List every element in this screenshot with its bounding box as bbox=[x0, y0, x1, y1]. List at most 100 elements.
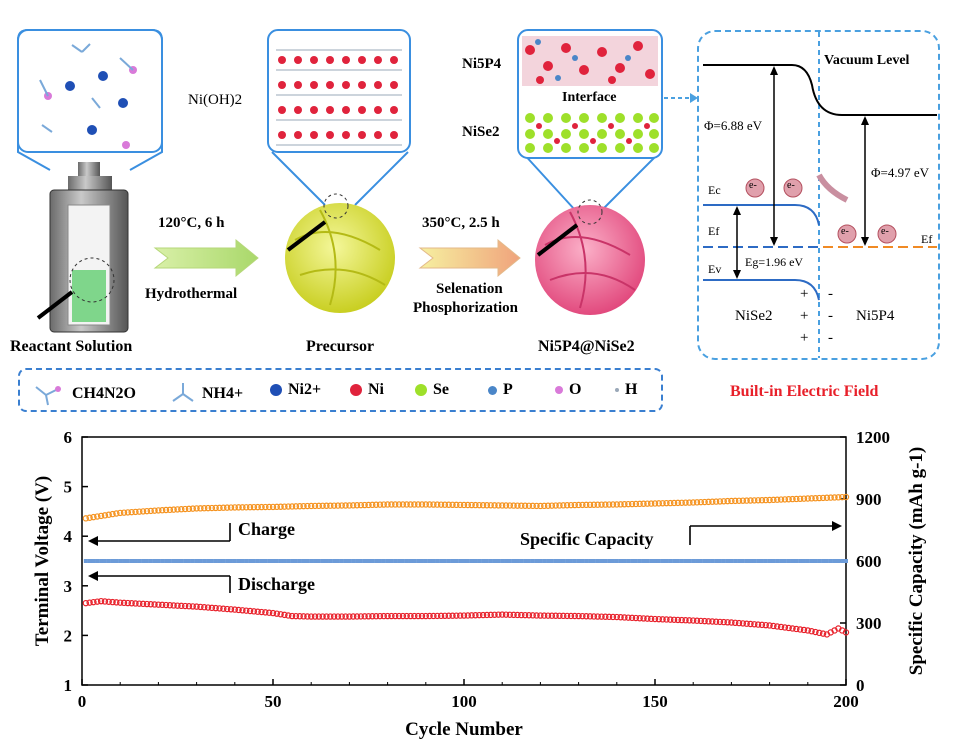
discharge-point bbox=[273, 610, 281, 617]
discharge-point bbox=[476, 611, 483, 619]
charge-point bbox=[690, 499, 697, 506]
charge-point bbox=[151, 507, 158, 514]
charge-point bbox=[136, 508, 143, 515]
charge-point bbox=[178, 506, 185, 513]
charge-point bbox=[732, 497, 739, 505]
discharge-point bbox=[250, 608, 258, 615]
charge-point bbox=[330, 502, 338, 509]
charge-point bbox=[796, 495, 804, 503]
discharge-point bbox=[789, 625, 796, 632]
discharge-point bbox=[422, 612, 429, 620]
charge-point bbox=[693, 499, 701, 506]
charge-point bbox=[521, 502, 529, 509]
discharge-point bbox=[437, 612, 445, 620]
charge-point bbox=[418, 501, 426, 508]
charge-point bbox=[598, 501, 605, 508]
charge-point bbox=[132, 508, 139, 516]
discharge-point bbox=[414, 612, 422, 620]
precursor-phase-label: Ni(OH)2 bbox=[188, 92, 243, 108]
vacuum-level-label: Vacuum Level bbox=[824, 53, 910, 68]
discharge-point bbox=[583, 613, 590, 620]
autoclave-icon bbox=[36, 162, 129, 333]
charge-point bbox=[170, 506, 177, 513]
x-tick-label: 100 bbox=[451, 692, 477, 711]
discharge-point bbox=[86, 599, 93, 606]
charge-point bbox=[311, 502, 319, 510]
charge-point bbox=[816, 494, 823, 502]
electron-label: e- bbox=[749, 180, 757, 191]
discharge-point bbox=[483, 611, 491, 619]
charge-point bbox=[334, 502, 342, 509]
discharge-point bbox=[231, 606, 238, 613]
discharge-point bbox=[651, 615, 659, 623]
discharge-point bbox=[342, 613, 349, 620]
discharge-point bbox=[659, 616, 666, 623]
discharge-point bbox=[537, 612, 544, 619]
charge-point bbox=[514, 502, 521, 509]
charge-point bbox=[472, 501, 479, 509]
discharge-point bbox=[90, 598, 97, 606]
charge-point bbox=[605, 501, 613, 508]
discharge-point bbox=[766, 622, 773, 629]
charge-point bbox=[575, 501, 582, 509]
discharge-point bbox=[605, 613, 613, 621]
charge-point bbox=[709, 498, 716, 505]
discharge-point bbox=[819, 630, 827, 637]
discharge-point bbox=[499, 611, 506, 618]
discharge-point bbox=[395, 612, 403, 620]
charge-point bbox=[399, 501, 407, 508]
discharge-point bbox=[709, 618, 716, 625]
discharge-point bbox=[285, 612, 292, 619]
charge-point bbox=[124, 509, 132, 516]
discharge-point bbox=[464, 612, 472, 619]
charge-point bbox=[686, 499, 693, 506]
charge-point bbox=[422, 501, 429, 508]
reactant-label: Reactant Solution bbox=[10, 338, 133, 355]
discharge-arrowhead bbox=[88, 571, 98, 581]
band-diagram-frame bbox=[697, 30, 940, 360]
charge-point bbox=[403, 501, 410, 508]
hydrothermal-arrow bbox=[153, 238, 259, 278]
charge-point bbox=[518, 502, 525, 509]
discharge-point bbox=[514, 611, 521, 619]
charge-point bbox=[774, 496, 781, 503]
field-caption: Built-in Electric Field bbox=[730, 383, 879, 400]
discharge-point bbox=[735, 619, 743, 627]
discharge-point bbox=[525, 612, 533, 619]
charge-point bbox=[674, 499, 682, 507]
discharge-point bbox=[479, 611, 487, 619]
discharge-point bbox=[151, 601, 158, 608]
charge-point bbox=[487, 502, 494, 509]
discharge-point bbox=[430, 612, 437, 620]
charge-point bbox=[369, 501, 376, 509]
discharge-point bbox=[598, 613, 605, 620]
y2-tick-label: 300 bbox=[856, 614, 882, 633]
charge-point bbox=[552, 502, 559, 509]
discharge-point bbox=[678, 616, 685, 624]
discharge-point bbox=[223, 605, 231, 613]
electron-label: e- bbox=[881, 226, 889, 237]
charge-point bbox=[342, 502, 349, 509]
charge-point bbox=[437, 501, 445, 508]
charge-point bbox=[628, 500, 636, 508]
electron-icon bbox=[745, 178, 897, 244]
capacity-annotation: Specific Capacity bbox=[520, 529, 653, 549]
discharge-point bbox=[434, 612, 441, 620]
h-atom-icon bbox=[615, 388, 619, 392]
discharge-point bbox=[701, 617, 708, 625]
discharge-point bbox=[365, 613, 372, 620]
ef-right-label: Ef bbox=[921, 232, 933, 246]
series-discharge bbox=[82, 597, 850, 638]
discharge-point bbox=[139, 600, 147, 608]
discharge-point bbox=[128, 600, 135, 607]
charge-point bbox=[82, 515, 90, 522]
discharge-point bbox=[185, 603, 193, 610]
discharge-point bbox=[743, 620, 750, 627]
charge-point bbox=[510, 502, 517, 509]
discharge-point bbox=[510, 611, 517, 619]
discharge-point bbox=[456, 612, 464, 619]
discharge-point bbox=[502, 611, 510, 618]
charge-point bbox=[159, 507, 166, 514]
discharge-point bbox=[105, 598, 112, 605]
layer-bottom-label: NiSe2 bbox=[462, 124, 500, 140]
